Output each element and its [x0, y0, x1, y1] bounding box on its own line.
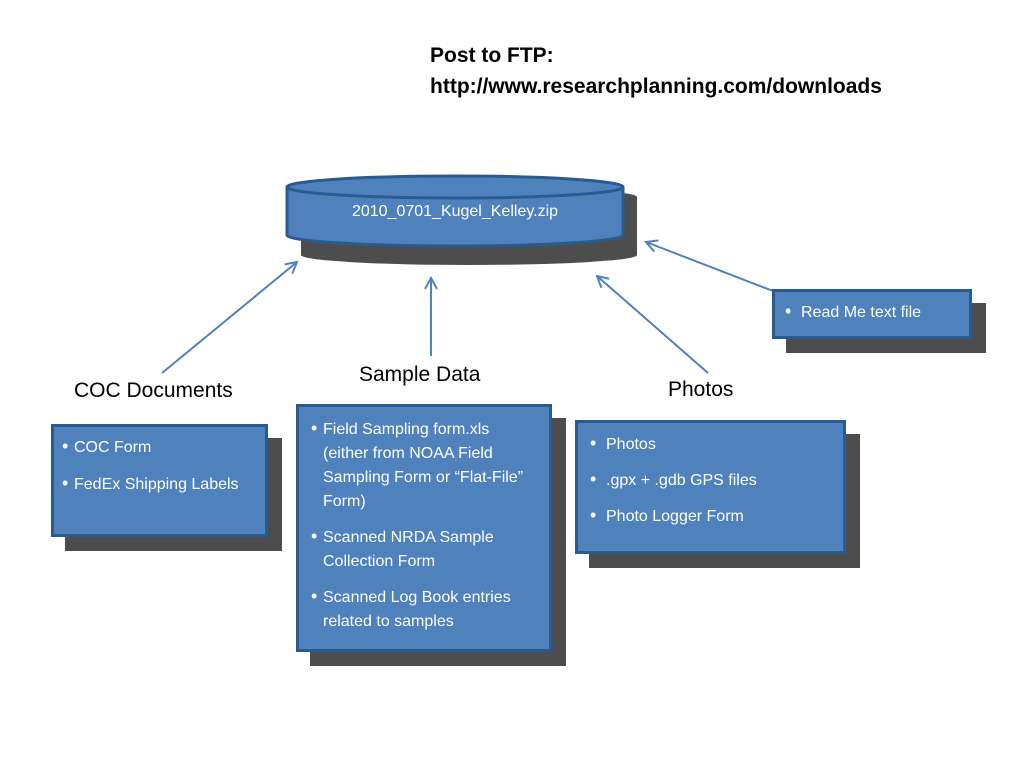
ftp-heading: Post to FTP: http://www.researchplanning…: [430, 40, 882, 102]
ftp-url: http://www.researchplanning.com/download…: [430, 75, 882, 98]
arrow-photos-to-archive: [597, 276, 709, 374]
archive-filename: 2010_0701_Kugel_Kelley.zip: [351, 203, 559, 220]
sample-data-label: Sample Data: [359, 363, 481, 386]
sample-item: Scanned Log Book entries related to samp…: [311, 584, 539, 634]
archive-cylinder: [285, 174, 625, 248]
sample-item: Field Sampling form.xls (either from NOA…: [311, 416, 539, 514]
coc-documents-box: COC Form FedEx Shipping Labels: [51, 424, 268, 537]
readme-box: Read Me text file: [772, 289, 972, 339]
photos-item: Photo Logger Form: [590, 503, 831, 529]
sample-item: Scanned NRDA Sample Collection Form: [311, 524, 539, 574]
photos-item: .gpx + .gdb GPS files: [590, 467, 831, 493]
coc-item: COC Form: [62, 434, 257, 460]
photos-item: Photos: [590, 431, 831, 457]
arrow-readme-to-archive: [646, 242, 774, 292]
ftp-title: Post to FTP:: [430, 44, 554, 67]
coc-item: FedEx Shipping Labels: [62, 471, 257, 497]
readme-item: Read Me text file: [785, 299, 959, 325]
arrow-coc-to-archive: [161, 262, 297, 374]
sample-data-box: Field Sampling form.xls (either from NOA…: [296, 404, 552, 652]
photos-label: Photos: [668, 378, 734, 401]
coc-documents-label: COC Documents: [74, 379, 233, 402]
photos-box: Photos .gpx + .gdb GPS files Photo Logge…: [575, 420, 846, 554]
